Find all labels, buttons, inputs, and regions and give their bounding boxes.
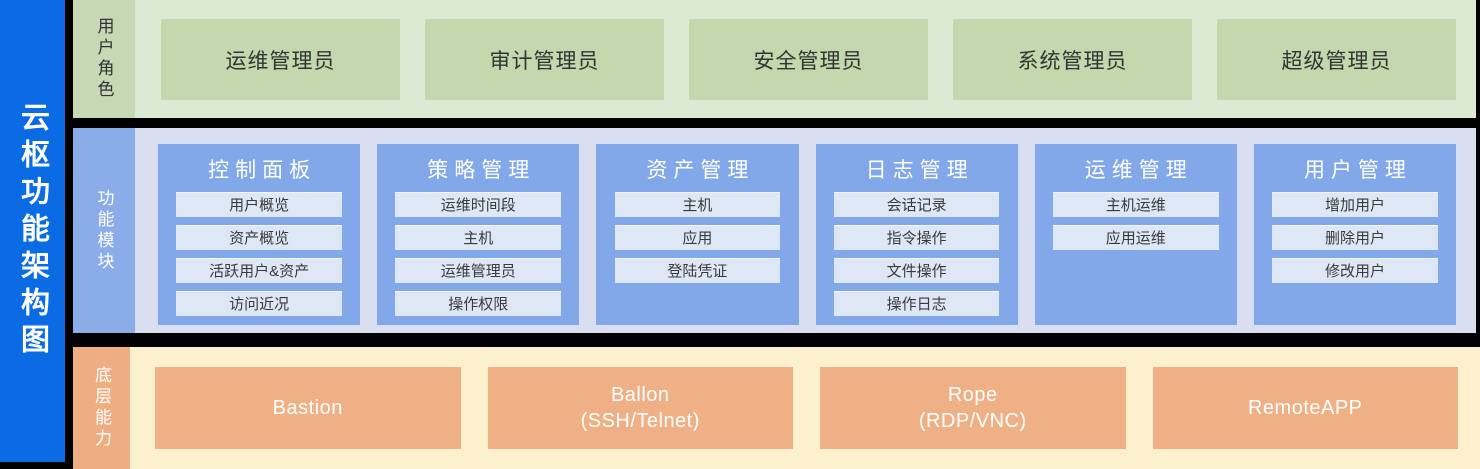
capability-box-ballon: Ballon (SSH/Telnet) (487, 367, 793, 449)
capability-box-remoteapp: RemoteAPP (1152, 367, 1458, 449)
module-item: 指令操作 (833, 225, 1000, 250)
base-capabilities-label-strip: 底层能力 (73, 347, 130, 469)
module-column-title: 运维管理 (1084, 159, 1193, 182)
diagram-title-bar: 云枢功能架构图 (0, 0, 65, 462)
function-modules-label: 功能模块 (94, 188, 114, 273)
module-item: 操作权限 (395, 291, 562, 316)
module-column-control-panel: 控制面板 用户概览 资产概览 活跃用户&资产 访问近况 (158, 144, 361, 325)
module-item: 删除用户 (1272, 225, 1438, 250)
module-item: 登陆凭证 (614, 258, 781, 283)
module-item: 访问近况 (176, 291, 342, 316)
module-item: 主机运维 (1052, 192, 1219, 217)
function-modules-content: 控制面板 用户概览 资产概览 活跃用户&资产 访问近况 策略管理 运维时间段 主… (135, 128, 1476, 333)
module-column-log-mgmt: 日志管理 会话记录 指令操作 文件操作 操作日志 (815, 144, 1018, 325)
user-roles-band: 用户角色 运维管理员 审计管理员 安全管理员 系统管理员 超级管理员 (73, 0, 1476, 118)
module-column-ops-mgmt: 运维管理 主机运维 应用运维 (1034, 144, 1237, 325)
function-modules-label-strip: 功能模块 (73, 128, 135, 333)
module-item: 运维时间段 (395, 192, 562, 217)
module-column-title: 控制面板 (208, 159, 317, 182)
module-item: 用户概览 (176, 192, 342, 217)
role-box-super-admin: 超级管理员 (1217, 19, 1456, 100)
module-item: 应用运维 (1052, 225, 1219, 250)
capability-box-rope: Rope (RDP/VNC) (820, 367, 1126, 449)
capability-name: Bastion (272, 397, 343, 419)
module-item: 活跃用户&资产 (176, 258, 342, 283)
base-capabilities-label: 底层能力 (92, 366, 111, 450)
module-item: 文件操作 (833, 258, 1000, 283)
capability-box-bastion: Bastion (155, 367, 461, 449)
module-item: 资产概览 (176, 225, 342, 250)
role-box-audit-admin: 审计管理员 (425, 19, 664, 100)
capability-protocols: (RDP/VNC) (918, 410, 1027, 432)
module-item: 会话记录 (833, 192, 1000, 217)
user-roles-label: 用户角色 (94, 17, 114, 101)
capability-name: Ballon (610, 384, 670, 406)
module-column-title: 日志管理 (865, 159, 974, 182)
module-item: 修改用户 (1272, 258, 1438, 283)
module-column-title: 资产管理 (646, 159, 755, 182)
user-roles-content: 运维管理员 审计管理员 安全管理员 系统管理员 超级管理员 (135, 0, 1476, 118)
module-column-user-mgmt: 用户管理 增加用户 删除用户 修改用户 (1253, 144, 1457, 325)
capability-protocols: (SSH/Telnet) (580, 410, 700, 432)
capability-name: RemoteAPP (1247, 397, 1363, 419)
role-box-security-admin: 安全管理员 (689, 19, 928, 100)
base-capabilities-content: Bastion Ballon (SSH/Telnet) Rope (RDP/VN… (130, 347, 1480, 469)
module-column-title: 用户管理 (1303, 159, 1412, 182)
module-item: 增加用户 (1272, 192, 1438, 217)
module-item: 运维管理员 (395, 258, 562, 283)
capability-name: Rope (947, 384, 998, 406)
role-box-ops-admin: 运维管理员 (161, 19, 400, 100)
module-column-title: 策略管理 (427, 159, 536, 182)
module-column-policy-mgmt: 策略管理 运维时间段 主机 运维管理员 操作权限 (377, 144, 580, 325)
base-capabilities-band: 底层能力 Bastion Ballon (SSH/Telnet) Rope (R… (73, 347, 1480, 469)
module-item: 操作日志 (833, 291, 1000, 316)
module-item: 主机 (395, 225, 562, 250)
function-modules-band: 功能模块 控制面板 用户概览 资产概览 活跃用户&资产 访问近况 策略管理 运维… (73, 128, 1476, 333)
module-item: 主机 (614, 192, 781, 217)
user-roles-label-strip: 用户角色 (73, 0, 135, 118)
module-column-asset-mgmt: 资产管理 主机 应用 登陆凭证 (596, 144, 799, 325)
diagram-title: 云枢功能架构图 (16, 101, 49, 361)
module-item: 应用 (614, 225, 781, 250)
role-box-system-admin: 系统管理员 (953, 19, 1192, 100)
